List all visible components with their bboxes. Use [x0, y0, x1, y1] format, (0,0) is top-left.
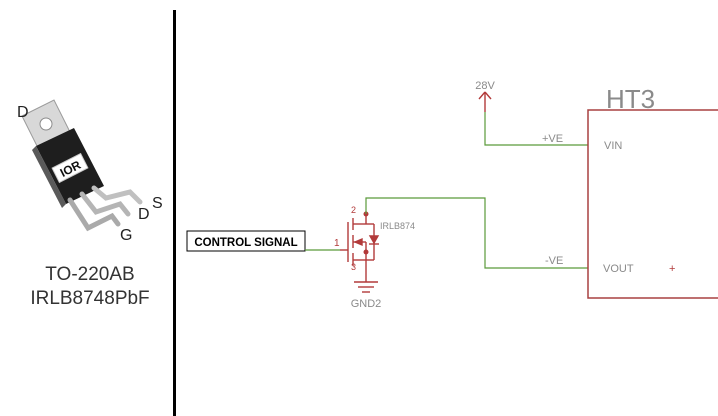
block-pin-vin: VIN	[604, 140, 622, 152]
transistor-package-illustration: IOR	[21, 99, 143, 232]
mosfet-symbol	[340, 214, 380, 272]
pin-label-drain-top: D	[17, 104, 29, 121]
drain-lead	[79, 191, 131, 217]
ir-logo-box	[51, 152, 89, 184]
net-label-pos: +VE	[542, 133, 563, 145]
supply-arrow	[478, 91, 492, 112]
pin-label-drain-bottom: D	[138, 206, 150, 223]
control-signal-label: CONTROL SIGNAL	[194, 237, 297, 249]
mosfet-pin-source: 3	[351, 262, 356, 272]
package-name: TO-220AB	[45, 264, 135, 285]
mosfet-part-label: IRLB874	[380, 221, 415, 231]
supply-to-vin-wire	[484, 112, 588, 146]
package-body-side	[32, 146, 66, 208]
block-title: HT3	[606, 84, 655, 114]
divider-line	[173, 10, 176, 416]
ground-symbol	[354, 272, 378, 293]
mosfet-pin-drain: 2	[351, 205, 356, 215]
drain-to-vout-wire	[365, 197, 588, 269]
gate-lead	[67, 197, 121, 232]
source-lead	[91, 185, 143, 205]
block-plus-marker: +	[669, 263, 675, 275]
block-outline	[587, 109, 718, 299]
mosfet-pin-gate: 1	[334, 238, 340, 249]
net-label-neg: -VE	[545, 255, 563, 267]
pin-label-source: S	[152, 195, 163, 212]
block-pin-vout: VOUT	[603, 263, 634, 275]
control-signal-box	[186, 230, 306, 252]
junction-dot-source	[363, 249, 369, 255]
ground-label: GND2	[351, 298, 382, 310]
package-mounting-hole	[39, 117, 53, 131]
supply-label: 28V	[475, 80, 495, 92]
part-number: IRLB8748PbF	[30, 288, 150, 309]
pin-label-gate: G	[120, 227, 133, 244]
